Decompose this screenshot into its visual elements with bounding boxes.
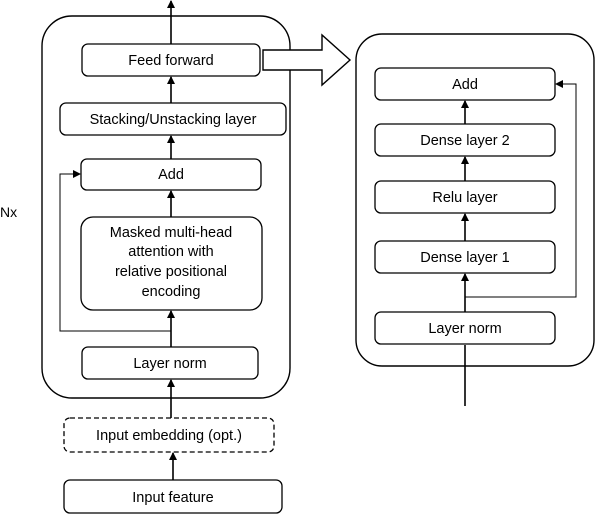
attention-label-line-3: relative positional bbox=[115, 264, 227, 280]
attention-label-line-2: attention with bbox=[128, 244, 213, 260]
encoder-block-container bbox=[41, 15, 291, 399]
detail-add-label: Add bbox=[452, 77, 478, 93]
feed-forward-label: Feed forward bbox=[128, 53, 213, 69]
input-feature-label: Input feature bbox=[132, 490, 213, 506]
attention-label-line-4: encoding bbox=[142, 284, 201, 300]
relu-layer-label: Relu layer bbox=[432, 190, 497, 206]
layer-norm-label: Layer norm bbox=[133, 356, 206, 372]
dense-layer-1-label: Dense layer 1 bbox=[420, 250, 509, 266]
expand-arrow bbox=[262, 33, 352, 87]
attention-label-line-1: Masked multi-head bbox=[110, 225, 233, 241]
feed-forward-detail-container bbox=[355, 33, 595, 367]
residual-connection-feed-forward bbox=[465, 80, 577, 298]
dense-layer-2-label: Dense layer 2 bbox=[420, 133, 509, 149]
residual-connection-attention bbox=[59, 170, 171, 332]
repeat-label: Nx bbox=[0, 204, 17, 220]
input-embedding-label: Input embedding (opt.) bbox=[96, 428, 242, 444]
add-label: Add bbox=[158, 167, 184, 183]
stacking-label: Stacking/Unstacking layer bbox=[90, 112, 257, 128]
detail-layer-norm-label: Layer norm bbox=[428, 321, 501, 337]
